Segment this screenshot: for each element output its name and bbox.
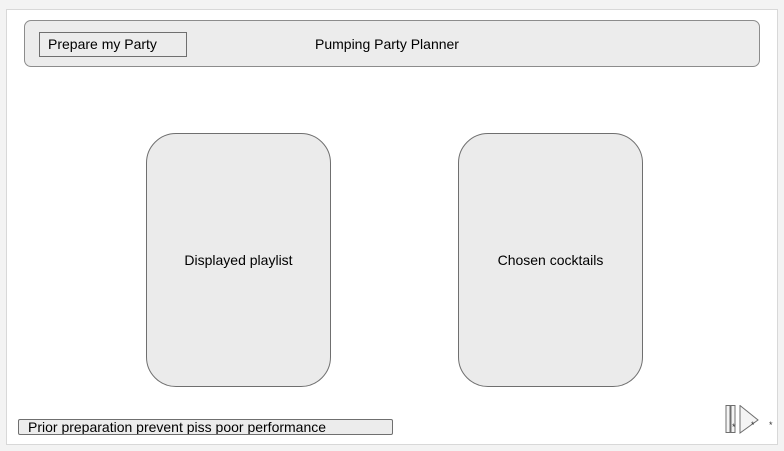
app-canvas: Prepare my Party Pumping Party Planner D…	[6, 9, 778, 445]
svg-text:*: *	[751, 420, 755, 430]
cocktails-panel[interactable]: Chosen cocktails	[458, 133, 643, 387]
playlist-panel[interactable]: Displayed playlist	[146, 133, 331, 387]
svg-text:*: *	[769, 420, 773, 430]
cocktails-panel-label: Chosen cocktails	[497, 252, 604, 268]
playlist-panel-label: Displayed playlist	[184, 252, 293, 268]
header-bar: Prepare my Party Pumping Party Planner	[24, 20, 760, 67]
app-title: Pumping Party Planner	[315, 36, 459, 52]
svg-text:*: *	[732, 422, 736, 432]
footer-note: Prior preparation prevent piss poor perf…	[18, 419, 393, 435]
prepare-party-button[interactable]: Prepare my Party	[39, 32, 187, 57]
play-next-icon[interactable]: * * *	[723, 405, 773, 435]
